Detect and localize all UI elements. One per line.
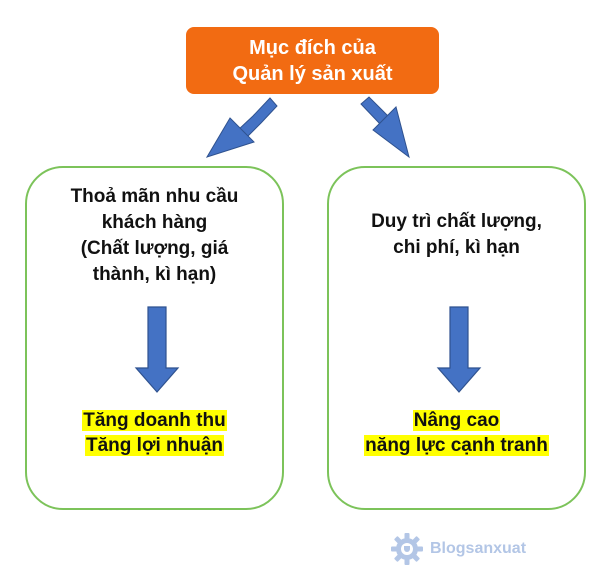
result-line: Nâng cao — [412, 410, 501, 431]
arrow-to-right-panel — [360, 96, 410, 159]
gear-icon — [391, 533, 423, 565]
competitiveness-result: Nâng cao năng lực cạnh tranh — [329, 408, 584, 458]
purpose-title-line2: Quản lý sản xuất — [232, 62, 393, 85]
panel-line: Thoả mãn nhu cầu — [70, 186, 239, 207]
panel-line: (Chất lượng, giá — [80, 238, 229, 259]
panel-line: Duy trì chất lượng, — [371, 211, 542, 232]
customer-satisfaction-panel: Thoả mãn nhu cầu khách hàng (Chất lượng,… — [25, 166, 284, 510]
arrow-to-left-panel — [205, 97, 278, 158]
panel-line: thành, kì hạn) — [92, 264, 217, 285]
purpose-box: Mục đích của Quản lý sản xuất — [186, 27, 439, 94]
maintain-quality-text: Duy trì chất lượng, chi phí, kì hạn — [329, 209, 584, 261]
panel-line: khách hàng — [101, 212, 208, 233]
blogsanxuat-watermark: Blogsanxuat — [390, 533, 526, 565]
down-arrow — [134, 306, 180, 393]
result-line: năng lực cạnh tranh — [364, 435, 549, 456]
panel-line: chi phí, kì hạn — [393, 237, 520, 258]
revenue-profit-result: Tăng doanh thu Tăng lợi nhuận — [27, 408, 282, 458]
watermark-text: Blogsanxuat — [430, 540, 527, 557]
customer-satisfaction-text: Thoả mãn nhu cầu khách hàng (Chất lượng,… — [27, 184, 282, 288]
purpose-title-line1: Mục đích của — [249, 36, 376, 59]
down-arrow — [436, 306, 482, 393]
result-line: Tăng lợi nhuận — [85, 435, 224, 456]
maintain-quality-panel: Duy trì chất lượng, chi phí, kì hạn Nâng… — [327, 166, 586, 510]
result-line: Tăng doanh thu — [82, 410, 227, 431]
